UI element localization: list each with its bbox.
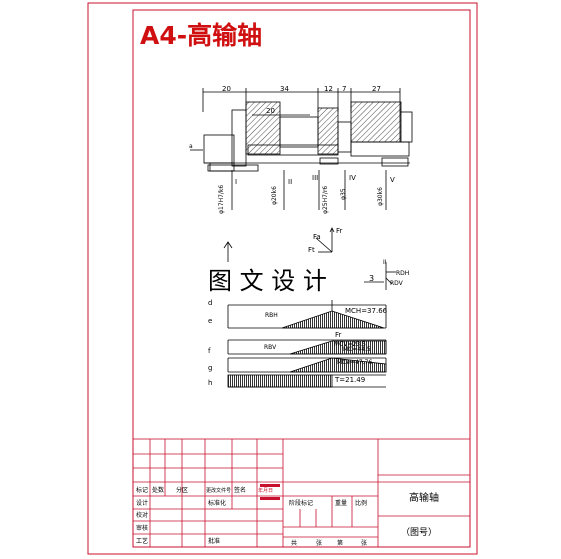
r-f: RBV [264,344,277,351]
tb-stage: 阶段标记 [289,499,313,507]
dim-4: 7 [342,85,346,93]
dim-2: 34 [280,85,289,93]
fit-4: φ35 [340,188,347,200]
tb-zhang1: 张 [316,539,322,547]
tb-scale: 比例 [355,499,367,507]
fit-1: φ17H7/k6 [218,185,225,214]
row-h: h [208,379,212,387]
react-v: RDV [390,280,404,287]
dim-3: 12 [324,85,333,93]
outer-frame [87,2,478,555]
tb-fenqu: 分区 [176,486,188,494]
tb-drawing-no: （图号） [401,527,437,538]
torque: T=21.49 [334,376,365,384]
mce: MCe=47.76 [337,359,372,366]
row-g: g [208,364,212,372]
fit-5: φ30k6 [377,187,384,206]
tb-shenhe: 审核 [136,524,148,532]
tb-jiaodui: 校对 [136,511,148,519]
force-ft: Ft [308,246,315,254]
watermark: 图 文 设 计 [208,267,327,295]
dim-inner: 20 [266,107,275,115]
title-block-mark [260,484,280,487]
force-fr: Fr [336,227,343,235]
force-fa: Fa [313,233,321,241]
tb-biaoji: 标记 [136,486,148,494]
section-2: II [288,178,292,186]
tb-chushu: 处数 [152,486,164,494]
dim-5: 27 [372,85,381,93]
tb-biaozhunhua: 标准化 [208,499,226,507]
fit-3: φ25H7/r6 [322,186,329,214]
tb-pizhun: 批准 [208,537,220,545]
section-3: III [312,174,318,182]
section-5: V [390,176,395,184]
mc: MC=44.5 [343,346,371,353]
r-e: RBH [265,312,278,319]
shaft-assembly-drawing [190,88,413,210]
row-e: e [208,317,212,325]
tb-qianming: 签名 [234,486,246,494]
title-block-text: 标记 处数 分区 更改文件号 签名 年月日 设计 标准化 校对 审核 工艺 批准… [136,486,439,547]
fit-2: φ20k6 [271,186,278,205]
end-label: II [383,259,387,266]
tb-nianyueri: 年月日 [258,487,273,494]
dim-1: 20 [222,85,231,93]
force-diagram [223,227,396,388]
row-d: d [208,299,212,307]
dim-3-label: 3 [369,274,374,283]
tb-genggai: 更改文件号 [206,487,231,494]
side-label-a: a [189,143,193,150]
row-f: f [208,347,211,355]
tb-weight: 重量 [335,499,347,507]
tb-zhang2: 张 [361,539,367,547]
tb-di: 第 [337,539,343,547]
section-1: I [235,178,237,186]
sheet-title: A4-高输轴 [140,21,262,50]
mch: MCH=37.66 [345,307,388,315]
title-block [132,438,471,548]
fr-label: Fr [335,331,342,339]
tb-sheji: 设计 [136,499,148,507]
tb-gong: 共 [291,539,297,547]
react-h: RDH [396,270,409,277]
tb-part-name: 高输轴 [409,491,439,504]
mcv: MCV=23.5 [334,341,366,348]
section-4: IV [349,174,356,182]
tb-gongyi: 工艺 [136,537,148,545]
title-block-mark [260,497,280,500]
